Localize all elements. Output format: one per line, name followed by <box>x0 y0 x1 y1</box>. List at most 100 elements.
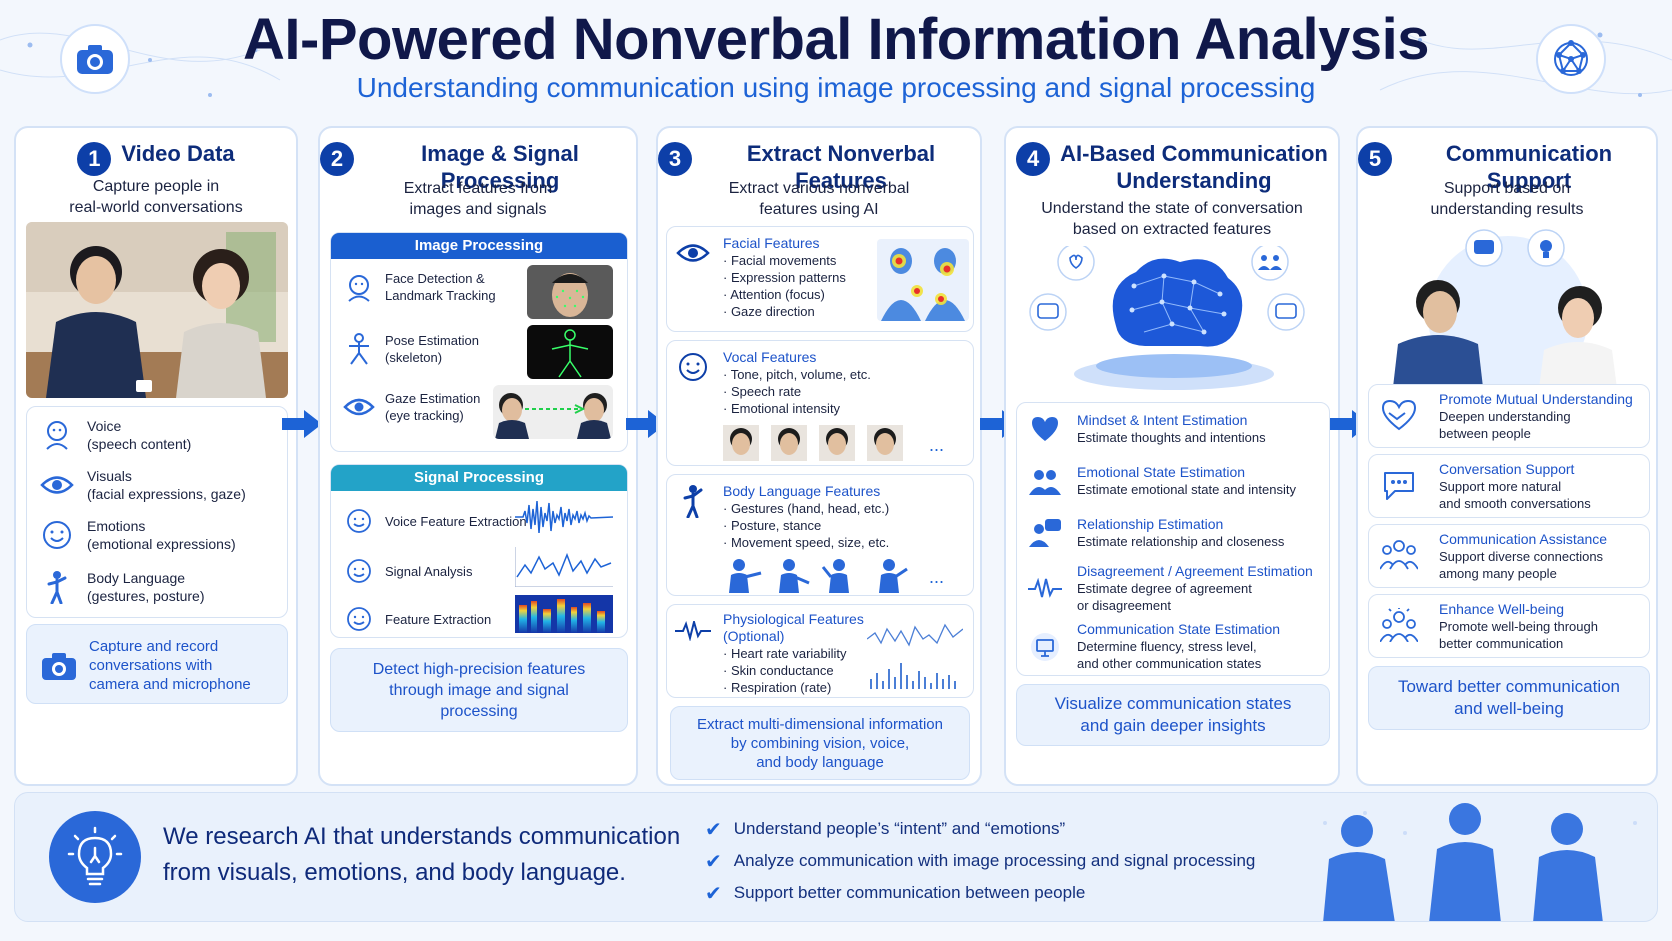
summary-line: and gain deeper insights <box>1080 716 1266 735</box>
estimation-title: Disagreement / Agreement Estimation <box>1077 563 1313 579</box>
feature-item: · Gaze direction <box>723 304 815 319</box>
feature-item: · Movement speed, size, etc. <box>723 535 890 550</box>
modality-sub: (emotional expressions) <box>87 536 236 552</box>
modality-sub: (gestures, posture) <box>87 588 205 604</box>
support-conversation-graphic <box>1392 229 1618 396</box>
handshake-heart-icon <box>1379 395 1419 435</box>
signal-method-label: Voice Feature Extraction <box>385 513 527 529</box>
estimation-title: Mindset & Intent Estimation <box>1077 412 1248 428</box>
gaze-tracking-image <box>493 385 613 439</box>
column-desc-line: Understand the state of conversation <box>1041 200 1303 217</box>
method-label: Face Detection & <box>385 271 485 286</box>
method-sub: (skeleton) <box>385 350 443 365</box>
voice-waveform-graphic <box>515 500 613 534</box>
physiological-features-card: Physiological Features (Optional) · Hear… <box>666 604 974 698</box>
visualize-summary-card: Visualize communication states and gain … <box>1016 684 1330 746</box>
method-label: Gaze Estimation <box>385 391 481 406</box>
signal-processing-band: Signal Processing <box>331 465 627 491</box>
feature-item: · Attention (focus) <box>723 287 825 302</box>
face-scan-icon <box>339 267 379 307</box>
support-desc: Deepen understanding <box>1439 409 1571 424</box>
pose-estimation-row: Pose Estimation (skeleton) <box>339 329 517 369</box>
modality-label: Emotions <box>87 518 146 534</box>
column-communication-support: 5 Communication Support Support based on… <box>1356 126 1658 786</box>
more-indicator: ... <box>929 567 945 587</box>
summary-line: processing <box>440 703 518 720</box>
smile-icon <box>37 515 77 555</box>
modality-label: Visuals <box>87 468 132 484</box>
flow-arrow <box>282 410 322 438</box>
camera-icon <box>39 646 79 686</box>
step-number: 3 <box>658 142 692 176</box>
check-text: Support better communication between peo… <box>733 883 1086 902</box>
modality-emotions: Emotions (emotional expressions) <box>37 515 236 555</box>
estimation-desc: or disagreement <box>1077 598 1171 613</box>
neural-network-icon <box>1536 24 1606 94</box>
support-desc: Support more natural <box>1439 479 1562 494</box>
step-number: 2 <box>320 142 354 176</box>
column-video-data: 1 Video Data Capture people in real-worl… <box>14 126 298 786</box>
column-title: Extract Nonverbal Features <box>746 141 936 193</box>
step-number: 4 <box>1016 142 1051 176</box>
chat-person-icon <box>1025 513 1065 553</box>
support-desc: Promote well-being through <box>1439 619 1598 634</box>
feature-title: Physiological Features <box>723 611 864 627</box>
eye-icon <box>673 233 713 273</box>
check-icon: ✔ <box>705 882 722 905</box>
step-number: 5 <box>1358 142 1392 176</box>
support-title: Conversation Support <box>1439 461 1575 477</box>
footer-statement-line: from visuals, emotions, and body languag… <box>163 859 626 886</box>
feature-item: · Tone, pitch, volume, etc. <box>723 367 871 382</box>
summary-line: and well-being <box>1454 699 1564 718</box>
person-icon <box>673 481 713 521</box>
feature-subtitle: (Optional) <box>723 628 785 644</box>
modality-sub: (speech content) <box>87 436 192 452</box>
estimation-desc: Estimate emotional state and intensity <box>1077 482 1296 497</box>
capture-line: conversations with <box>89 657 213 674</box>
signal-processing-card: Signal Processing Voice Feature Extracti… <box>330 464 628 638</box>
waveform-icon <box>1025 569 1065 609</box>
signal-analysis-graphic <box>515 547 613 587</box>
people-silhouettes-graphic <box>1323 803 1637 921</box>
camera-icon <box>60 24 130 94</box>
summary-line: and body language <box>756 754 884 771</box>
eye-icon <box>339 387 379 427</box>
heartbeat-icon <box>673 611 713 651</box>
estimation-desc: Estimate thoughts and intentions <box>1077 430 1266 445</box>
estimation-title: Relationship Estimation <box>1077 516 1224 532</box>
people-group-icon <box>1379 535 1419 575</box>
capture-card: Capture and record conversations with ca… <box>26 624 288 704</box>
gaze-estimation-row: Gaze Estimation(eye tracking) <box>339 387 497 427</box>
vocal-features-card: Vocal Features · Tone, pitch, volume, et… <box>666 340 974 466</box>
column-desc-line: images and signals <box>409 201 547 218</box>
feature-title: Facial Features <box>723 235 820 251</box>
signal-method-label: Signal Analysis <box>385 563 473 579</box>
check-icon: ✔ <box>705 818 722 841</box>
feature-item: · Heart rate variability <box>723 646 847 661</box>
feature-item: · Expression patterns <box>723 270 846 285</box>
smile-icon <box>339 599 379 639</box>
facial-features-card: Facial Features · Facial movements · Exp… <box>666 226 974 332</box>
image-processing-card: Image Processing Face Detection &Landmar… <box>330 232 628 452</box>
method-label: Pose Estimation <box>385 333 479 348</box>
column-title: Understanding <box>1116 168 1272 193</box>
modality-body-language: Body Language(gestures, posture) <box>37 567 205 607</box>
support-title: Enhance Well-being <box>1439 601 1565 617</box>
estimation-desc: Determine fluency, stress level, <box>1077 639 1257 654</box>
page-title: AI-Powered Nonverbal Information Analysi… <box>243 7 1429 72</box>
support-title: Communication Assistance <box>1439 531 1608 547</box>
column-desc-line: understanding results <box>1430 201 1584 218</box>
column-desc-line: based on extracted features <box>1072 221 1272 238</box>
voice-icon <box>339 501 379 541</box>
face-landmark-image <box>527 265 613 319</box>
feature-item: · Respiration (rate) <box>723 680 832 695</box>
face-detection-row: Face Detection &Landmark Tracking <box>339 267 517 307</box>
group-icon <box>1025 461 1065 501</box>
support-desc: Support diverse connections <box>1439 549 1604 564</box>
feature-title: Vocal Features <box>723 349 817 365</box>
feature-item: · Facial movements <box>723 253 837 268</box>
